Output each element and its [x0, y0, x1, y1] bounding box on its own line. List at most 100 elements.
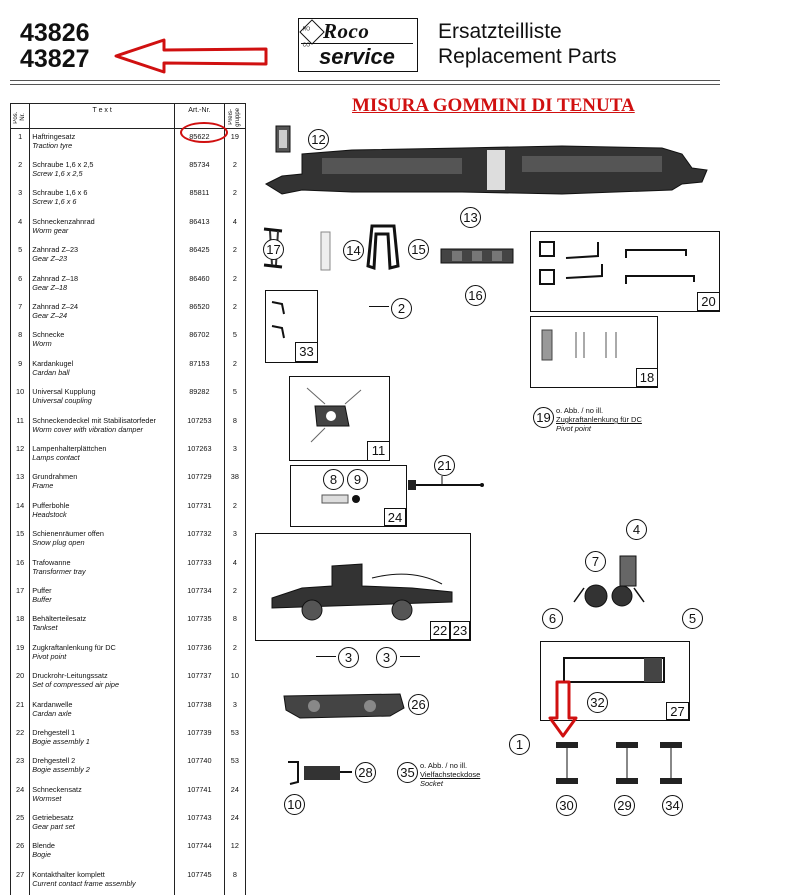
callout-14: 14 — [343, 240, 364, 261]
highlight-circle — [180, 122, 228, 143]
cell-text-en: Buffer — [32, 594, 52, 604]
cell-text-en: Headstock — [32, 509, 67, 519]
cell-text-en: Cardan ball — [32, 367, 70, 377]
label-24: 24 — [384, 508, 406, 526]
callout-35: 35 — [397, 762, 418, 783]
cell-art: 85811 — [174, 185, 225, 214]
cell-pos: 15 — [9, 526, 31, 555]
note-19: o. Abb. / no ill. Zugkraftanlenkung für … — [556, 406, 642, 433]
cell-text-de: Schraube 1,6 x 2,5 — [32, 160, 94, 170]
cell-qty: 19 — [223, 128, 247, 158]
screw-3a-line — [316, 656, 336, 657]
cell-qty: 2 — [223, 185, 247, 214]
screw-2-line — [369, 306, 389, 307]
cell-art: 107740 — [174, 753, 225, 782]
callout-32: 32 — [587, 692, 608, 713]
cell-qty: 12 — [223, 838, 247, 867]
tankset-box — [530, 316, 658, 388]
wormset-box — [290, 465, 407, 527]
parts-table: Pos. Nr. T e x t Art.-Nr. Preis- gruppe … — [9, 103, 247, 895]
callout-34: 34 — [662, 795, 683, 816]
cell-pos: 2 — [9, 157, 31, 186]
cell-text-de: Schraube 1,6 x 6 — [32, 188, 88, 198]
callout-9: 9 — [347, 469, 368, 490]
cell-art: 107743 — [174, 810, 225, 839]
cell-text-en: Gear Z–23 — [32, 254, 68, 264]
callout-5: 5 — [682, 608, 703, 629]
pipe-set-box — [530, 231, 720, 312]
callout-8: 8 — [323, 469, 344, 490]
cell-qty: 2 — [223, 242, 247, 271]
callout-29: 29 — [614, 795, 635, 816]
cell-qty: 5 — [223, 327, 247, 356]
callout-16: 16 — [465, 285, 486, 306]
annotation-title: MISURA GOMMINI DI TENUTA — [352, 95, 635, 116]
title-german: Ersatzteilliste — [438, 20, 562, 43]
callout-30: 30 — [556, 795, 577, 816]
cell-art: 107732 — [174, 526, 225, 555]
cell-pos: 7 — [9, 299, 31, 328]
cell-text-de: Kardanwelle — [32, 699, 73, 709]
note-35-no-ill: o. Abb. / no ill. — [420, 761, 468, 770]
cell-text-de: Drehgestell 1 — [32, 727, 76, 737]
contact-frame-box — [540, 641, 690, 721]
cell-pos: 23 — [9, 753, 31, 782]
cell-art: 107735 — [174, 611, 225, 640]
cell-pos: 6 — [9, 270, 31, 300]
col-header-qty: Preis- gruppe — [223, 103, 247, 129]
cell-qty: 38 — [223, 469, 247, 498]
cell-text-en: Bogie — [32, 850, 51, 860]
cell-art: 107263 — [174, 440, 225, 470]
buffer-spring-drawing — [271, 301, 285, 339]
callout-2: 2 — [391, 298, 412, 319]
cell-text-en: Screw 1,6 x 6 — [32, 197, 77, 207]
cell-qty: 3 — [223, 526, 247, 555]
cell-art: 86460 — [174, 270, 225, 300]
cell-text-en: Lamps contact — [32, 452, 80, 462]
callout-3b: 3 — [376, 647, 397, 668]
cell-text-de: Grundrahmen — [32, 472, 78, 482]
cell-qty: 2 — [223, 355, 247, 385]
cell-art: 107737 — [174, 668, 225, 697]
cell-pos: 11 — [9, 412, 31, 441]
logo-roco-text: Roco — [323, 19, 370, 43]
cell-pos: 19 — [9, 639, 31, 669]
cell-text-en: Gear part set — [32, 822, 75, 832]
cell-art: 107741 — [174, 781, 225, 811]
cell-qty: 8 — [223, 611, 247, 640]
cell-qty: 2 — [223, 497, 247, 527]
callout-15: 15 — [408, 239, 429, 260]
cell-art: 85734 — [174, 157, 225, 186]
cell-art: 107734 — [174, 582, 225, 612]
label-22: 22 — [430, 621, 450, 640]
model-number-1: 43826 — [20, 19, 90, 47]
cell-text-de: Schneckensatz — [32, 784, 82, 794]
cell-text-en: Gear Z–18 — [32, 282, 68, 292]
